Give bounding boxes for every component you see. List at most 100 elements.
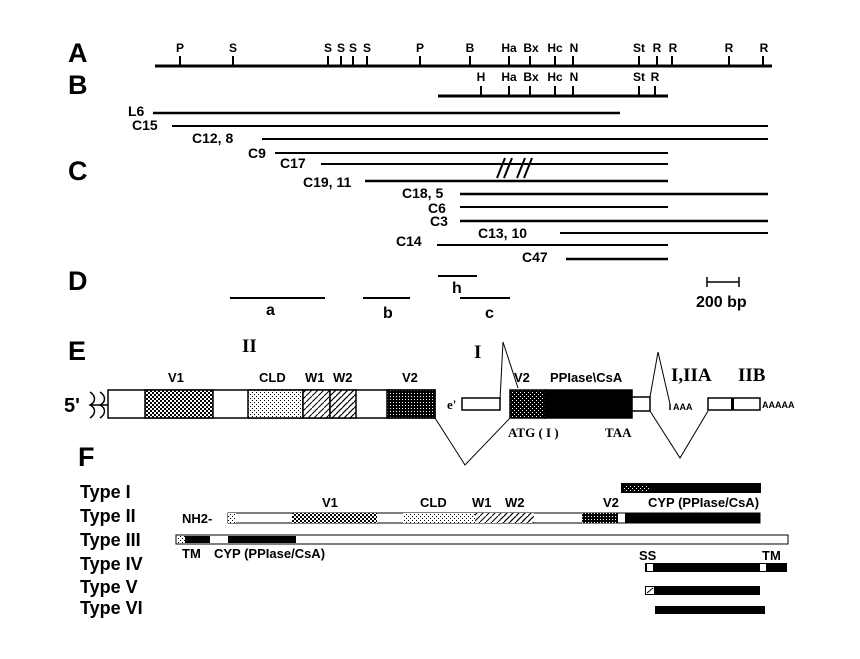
- exon-label-w2: W2: [333, 370, 353, 385]
- cdna-clones: L6 C15 C12, 8 C9 C17 C19, 11 C18, 5 C6 C…: [128, 103, 768, 265]
- site-label: R: [760, 41, 769, 55]
- type-label: Type IV: [80, 554, 143, 574]
- protein-label-nh2: NH2-: [182, 511, 212, 526]
- panel-label-d: D: [68, 266, 88, 296]
- exon-v2: [386, 389, 436, 419]
- protein-bar-type-v: [645, 586, 760, 595]
- site-label: R: [669, 41, 678, 55]
- exon-v1: [144, 389, 214, 419]
- site-label: R: [651, 70, 660, 84]
- protein-label-tm: TM: [182, 546, 201, 561]
- site-label: P: [416, 41, 424, 55]
- domain-v1: [292, 513, 377, 523]
- clone-label: L6: [128, 103, 145, 119]
- clone-label: C15: [132, 117, 158, 133]
- domain-tm: [177, 536, 210, 543]
- scale-label: 200 bp: [696, 294, 747, 311]
- probe-label-c: c: [485, 305, 494, 322]
- protein-bar-type-vi: [655, 606, 765, 614]
- panel-label-c: C: [68, 156, 88, 186]
- site-label: B: [466, 41, 475, 55]
- panel-label-a: A: [68, 38, 88, 68]
- site-label: S: [349, 41, 357, 55]
- map-a-site-labels: P S S S S S P B Ha Bx Hc N St R R R R: [176, 41, 769, 55]
- protein-types: Type I Type II Type III Type IV Type V T…: [80, 482, 789, 618]
- site-label: Bx: [523, 70, 539, 84]
- site-label: P: [176, 41, 184, 55]
- cap-structure: [88, 391, 109, 419]
- exon-cld: [247, 389, 304, 419]
- atg-label: ATG ( I ): [508, 425, 559, 440]
- clone-label: C18, 5: [402, 185, 443, 201]
- polya-label: AAA: [673, 402, 693, 412]
- exon-label-v2b: V2: [514, 370, 530, 385]
- restriction-map-a: P S S S S S P B Ha Bx Hc N St R R R R: [155, 41, 772, 68]
- protein-label-cyp-bottom: CYP (PPIase/CsA): [214, 546, 325, 561]
- splice-line: [649, 410, 709, 459]
- break-marks: [496, 157, 533, 179]
- clone-label: C17: [280, 155, 306, 171]
- protein-label-v1: V1: [322, 495, 338, 510]
- site-label: S: [337, 41, 345, 55]
- site-label: S: [324, 41, 332, 55]
- restriction-map-b: H Ha Bx Hc N St R: [438, 70, 668, 98]
- domain-w2: [502, 513, 534, 523]
- clone-label: C14: [396, 233, 422, 249]
- type-label: Type III: [80, 530, 141, 550]
- protein-label-cld: CLD: [420, 495, 447, 510]
- taa-label: TAA: [605, 425, 632, 440]
- probe-label-h: h: [452, 280, 462, 297]
- site-label: St: [633, 70, 645, 84]
- site-label: St: [633, 41, 645, 55]
- site-label: Hc: [547, 70, 563, 84]
- transcript-label-i: I: [474, 342, 481, 363]
- splice-line: [434, 417, 511, 466]
- site-label: N: [570, 70, 579, 84]
- protein-label-w1: W1: [472, 495, 492, 510]
- five-prime-label: 5': [64, 395, 80, 417]
- site-label: Bx: [523, 41, 539, 55]
- splice-line: [499, 341, 519, 401]
- protein-bar-type-i: [621, 483, 761, 493]
- type-label: Type I: [80, 482, 131, 502]
- exon-v2b: [509, 389, 546, 419]
- site-label: N: [570, 41, 579, 55]
- clone-label: C9: [248, 145, 266, 161]
- map-a-ticks: [179, 56, 764, 66]
- exon-3utr: [631, 396, 651, 412]
- protein-label-cyp-top: CYP (PPIase/CsA): [648, 495, 759, 510]
- domain-cyp: [625, 513, 760, 523]
- panel-label-f: F: [78, 442, 95, 472]
- exon-label-ppiase: PPIase\CsA: [550, 370, 623, 385]
- site-label: Hc: [547, 41, 563, 55]
- domain-cyp-iii: [228, 536, 296, 543]
- site-label: Ha: [501, 41, 517, 55]
- site-label: S: [363, 41, 371, 55]
- clone-label: C12, 8: [192, 130, 233, 146]
- protein-label-v2: V2: [603, 495, 619, 510]
- domain-w1: [475, 513, 502, 523]
- probes: h a b c 200 bp: [230, 275, 747, 322]
- type-label: Type II: [80, 506, 136, 526]
- domain-cld: [403, 513, 475, 523]
- polya-label: AAAAA: [762, 400, 795, 410]
- type-label: Type VI: [80, 598, 143, 618]
- domain-v2: [582, 513, 618, 523]
- e-prime-label: e': [447, 397, 456, 412]
- protein-label-ss: SS: [639, 548, 657, 563]
- site-label: R: [725, 41, 734, 55]
- site-label: H: [477, 70, 486, 84]
- transcript-label-ii: II: [242, 336, 257, 357]
- exon-label-w1: W1: [305, 370, 325, 385]
- clone-label: C3: [430, 213, 448, 229]
- probe-label-a: a: [266, 302, 275, 319]
- site-label: R: [653, 41, 662, 55]
- type-label: Type V: [80, 577, 138, 597]
- panel-label-b: B: [68, 70, 88, 100]
- probe-label-b: b: [383, 305, 393, 322]
- exon-label-cld: CLD: [259, 370, 286, 385]
- exon-w2: [329, 389, 357, 419]
- protein-bar-type-iii: [175, 534, 789, 545]
- clone-label: C47: [522, 249, 548, 265]
- transcript-label-iib: IIB: [738, 365, 766, 386]
